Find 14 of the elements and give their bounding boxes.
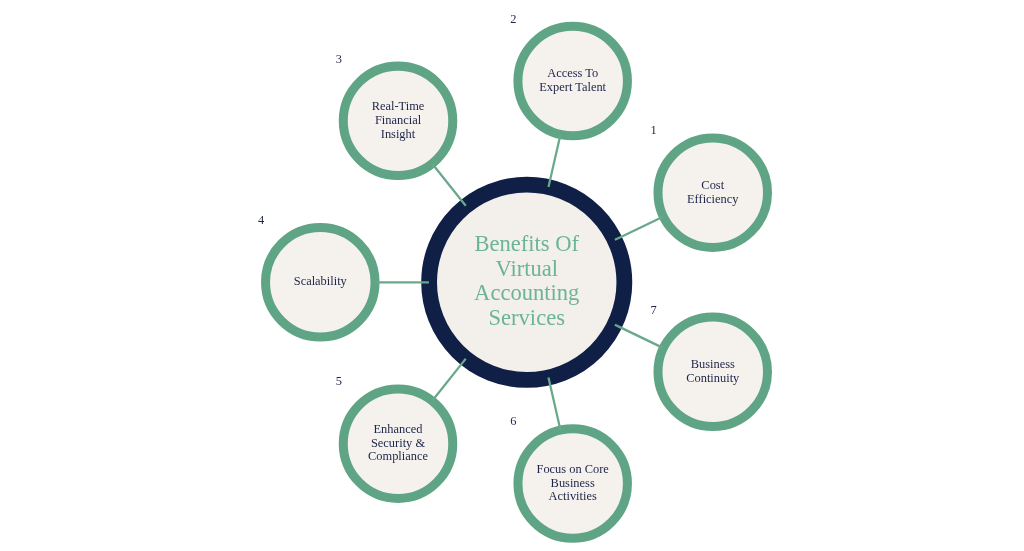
connector <box>431 358 467 402</box>
node-circle: Benefits Of Virtual Accounting Services <box>421 176 633 388</box>
connector <box>375 281 429 284</box>
node-circle: Access To Expert Talent <box>513 21 632 141</box>
node-circle: Scalability <box>261 223 380 342</box>
node-circle: Cost Efficiency <box>653 133 772 252</box>
node-circle: Enhanced Security & Compliance <box>338 384 458 503</box>
connector <box>431 163 467 207</box>
connector <box>547 134 562 188</box>
connector <box>614 215 664 241</box>
connector <box>614 323 664 349</box>
connector <box>547 377 562 430</box>
node-circle: Business Continuity <box>653 312 772 432</box>
node-circle: Focus on Core Business Activities <box>513 424 632 543</box>
